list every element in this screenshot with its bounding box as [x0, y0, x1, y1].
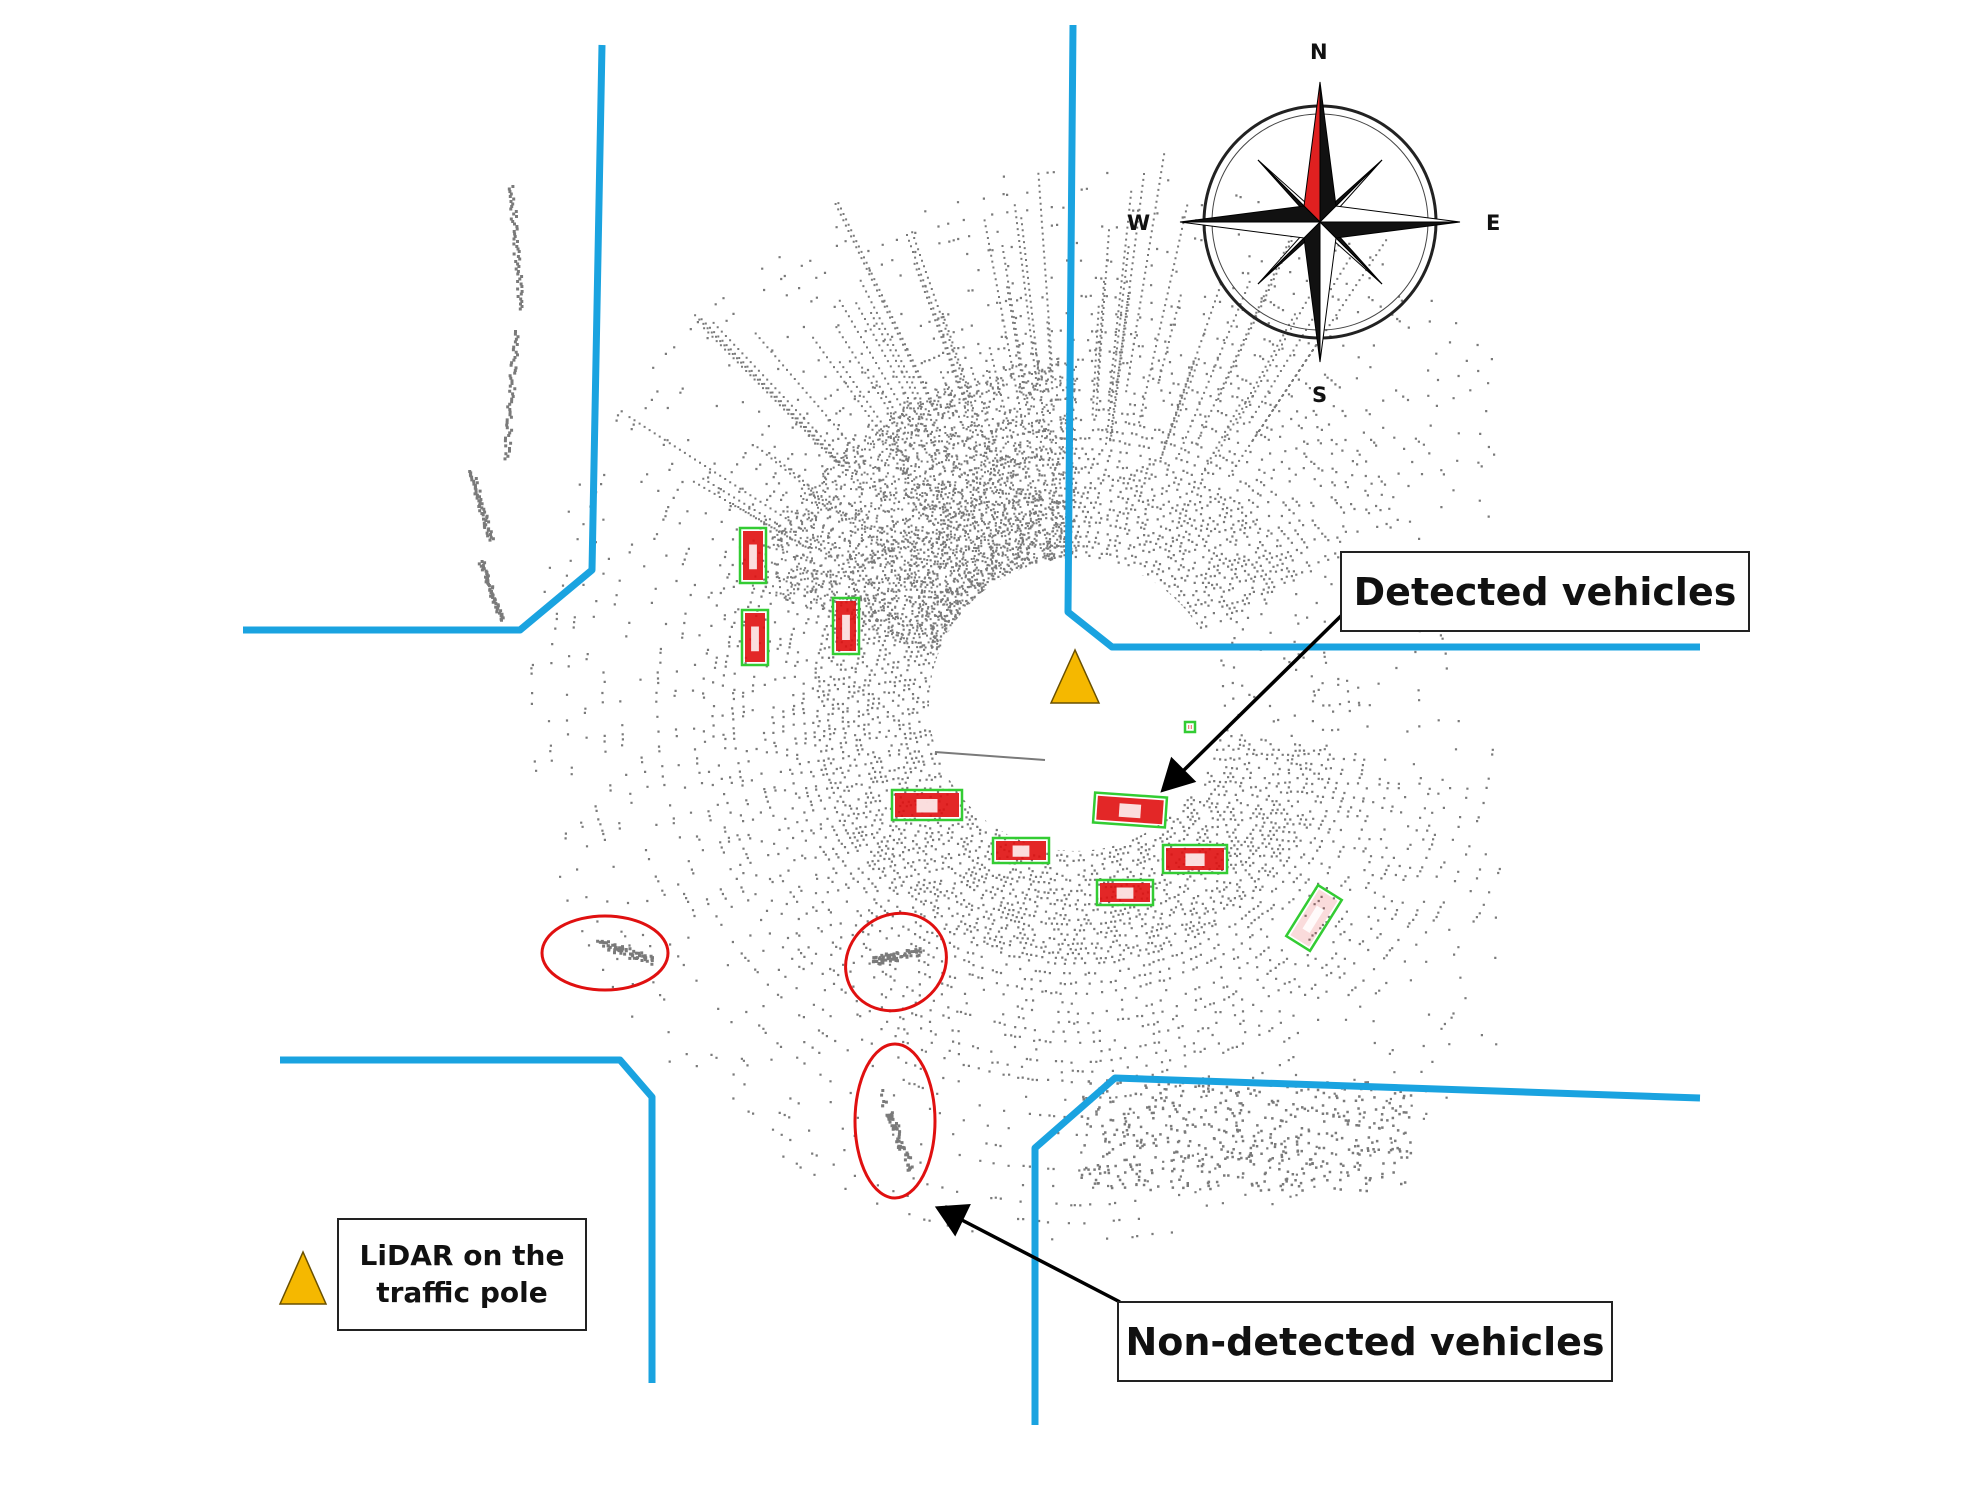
detected-vehicle-box: [1091, 791, 1169, 829]
curb-line-southeast: [1031, 1074, 1701, 1425]
callout-arrows: [934, 610, 1347, 1304]
detected-vehicle-box: [890, 788, 964, 822]
compass-east-label: E: [1486, 211, 1500, 235]
arrowhead-icon: [934, 1204, 971, 1237]
point-cloud: [468, 153, 1501, 1241]
curb-line-northwest: [243, 44, 606, 634]
missed-vehicle-ellipse: [853, 1042, 937, 1200]
detected-vehicles-label: Detected vehicles: [1340, 551, 1750, 632]
detected-vehicle-box: [831, 596, 861, 656]
lidar-legend-line-1: LiDAR on the: [359, 1239, 565, 1273]
scan-ray: [934, 751, 1046, 761]
legend-triangle-icon: [278, 1250, 328, 1305]
detected-vehicle-box: [1183, 720, 1197, 734]
arrow-non-detected: [957, 1216, 1121, 1304]
compass-south-label: S: [1312, 383, 1327, 407]
lidar-legend-line-2: traffic pole: [376, 1275, 548, 1309]
detected-vehicle-box: [1095, 878, 1155, 907]
arrowhead-icon: [1160, 756, 1197, 793]
sensor-blind-zone: [929, 559, 1221, 851]
lidar-marker-icon: [1049, 648, 1101, 704]
missed-vehicle-ellipse: [540, 914, 670, 992]
detected-vehicle-box: [1284, 883, 1344, 953]
non-detected-vehicles-label: Non-detected vehicles: [1117, 1301, 1613, 1382]
road-boundaries: [243, 24, 1701, 1425]
compass-rose-icon: N S E W: [1127, 40, 1500, 407]
north-point: [1303, 81, 1321, 224]
detected-vehicle-box: [991, 836, 1051, 865]
curb-line-southwest: [280, 1056, 656, 1383]
non-detected-vehicles: [540, 911, 948, 1200]
detected-vehicle-box: [738, 526, 768, 585]
lidar-legend-label: LiDAR on the traffic pole: [337, 1218, 587, 1331]
curb-line-northeast: [1064, 24, 1700, 651]
compass-north-label: N: [1310, 40, 1328, 64]
detected-vehicle-box: [740, 608, 770, 667]
arrow-detected: [1180, 610, 1347, 774]
point-cloud-dots: [468, 153, 1501, 1241]
detected-vehicles: [738, 526, 1344, 953]
missed-vehicle-ellipse: [844, 911, 948, 1013]
detected-vehicle-box: [1161, 843, 1229, 875]
compass-west-label: W: [1127, 211, 1150, 235]
